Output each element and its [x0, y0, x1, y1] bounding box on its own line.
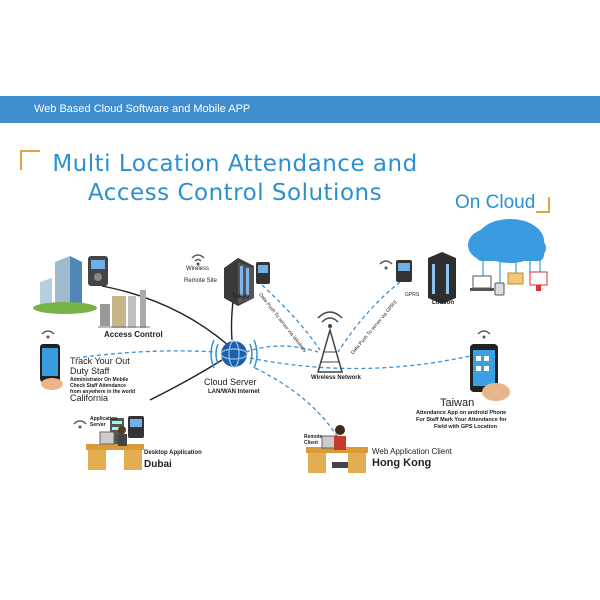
tokyo-label: Tokyo [232, 294, 250, 300]
corner-bracket-cloud [536, 197, 550, 213]
application-label: Application [90, 416, 118, 422]
taiwan-line-3: Field with GPS Location [434, 424, 497, 430]
california-description: Administrator On Mobile Check Staff Atte… [70, 377, 135, 395]
hongkong-desk-icon [306, 425, 368, 473]
link-california-to-server [75, 350, 217, 359]
client-label: Client [304, 440, 318, 446]
taiwan-line-1: Attendance App on android Phone [416, 410, 507, 416]
cloud-icon [468, 219, 548, 296]
london-terminal-icon [396, 260, 412, 282]
application-server-label: Application Server [90, 416, 117, 428]
title-line-2: Access Control Solutions [87, 180, 383, 206]
wifi-icon-london [379, 260, 393, 270]
california-line-1: Track Your Out [70, 356, 130, 366]
remote-client-label: Remote Client [304, 434, 322, 446]
remote-label: Remote [304, 434, 323, 440]
link-server-to-network [245, 345, 319, 353]
link-london-to-network [337, 281, 401, 353]
london-label: London [432, 300, 454, 306]
wireless-label: Wireless [186, 266, 210, 272]
california-line-3: Administrator On Mobile [70, 377, 129, 383]
header-bar: Web Based Cloud Software and Mobile APP [0, 96, 600, 123]
wireless-tower-icon [317, 311, 343, 373]
dubai-label: Dubai [144, 459, 172, 470]
access-control-label: Access Control [104, 330, 163, 339]
california-line-2: Duty Staff [70, 366, 110, 376]
web-application-client-label: Web Application Client [372, 447, 452, 456]
link-server-to-hongkong [254, 367, 346, 451]
hong-kong-label: Hong Kong [372, 457, 432, 469]
fingerprint-terminal-icon [88, 256, 108, 286]
building-icon [33, 256, 97, 314]
on-cloud-label: On Cloud [455, 192, 536, 213]
tokyo-building-icon [224, 258, 254, 306]
header-text: Web Based Cloud Software and Mobile APP [34, 103, 251, 115]
taiwan-label: Taiwan [440, 397, 475, 409]
wifi-icon-dubai [73, 420, 87, 429]
server-label: Server [90, 422, 106, 428]
california-heading: Track Your Out Duty Staff [70, 356, 130, 376]
link-access-to-server [101, 285, 229, 346]
link-dubai-to-server [149, 359, 223, 401]
link-server-to-taiwan [249, 355, 471, 370]
wireless-network-label: Wireless Network [311, 375, 361, 381]
taiwan-line-2: For Staff Mark Your Attendance for [416, 417, 507, 423]
page-title: Multi Location Attendance and Access Con… [40, 150, 430, 208]
title-line-1: Multi Location Attendance and [52, 151, 418, 177]
wifi-icon-california [41, 330, 55, 339]
link-tokyo-to-network [261, 284, 321, 351]
california-line-4: Check Staff Attendance [70, 383, 126, 389]
wifi-icon [191, 254, 205, 266]
tokyo-terminal-icon [256, 262, 270, 284]
cloud-server-icon [210, 339, 258, 369]
california-line-5: from anywhere in the world [70, 389, 136, 395]
remote-site-label: Remote Site [184, 278, 218, 284]
london-building-icon [428, 252, 456, 304]
gprs-label: GPRS [405, 292, 420, 298]
california-label: California [70, 393, 109, 403]
mobile-phone-icon [40, 344, 63, 390]
desk-with-person-icon [86, 426, 144, 470]
dubai-terminal-icon [128, 416, 144, 438]
android-phone-icon [470, 344, 510, 401]
access-gate-icon [98, 290, 150, 328]
lan-wan-label: LAN/WAN Internet [208, 389, 260, 395]
corner-bracket-top-left [20, 150, 40, 170]
cloud-server-label: Cloud Server [204, 377, 257, 387]
desktop-application-label: Desktop Application [144, 450, 202, 456]
taiwan-description: Attendance App on android Phone For Staf… [416, 410, 507, 431]
wifi-icon-taiwan [477, 330, 491, 339]
